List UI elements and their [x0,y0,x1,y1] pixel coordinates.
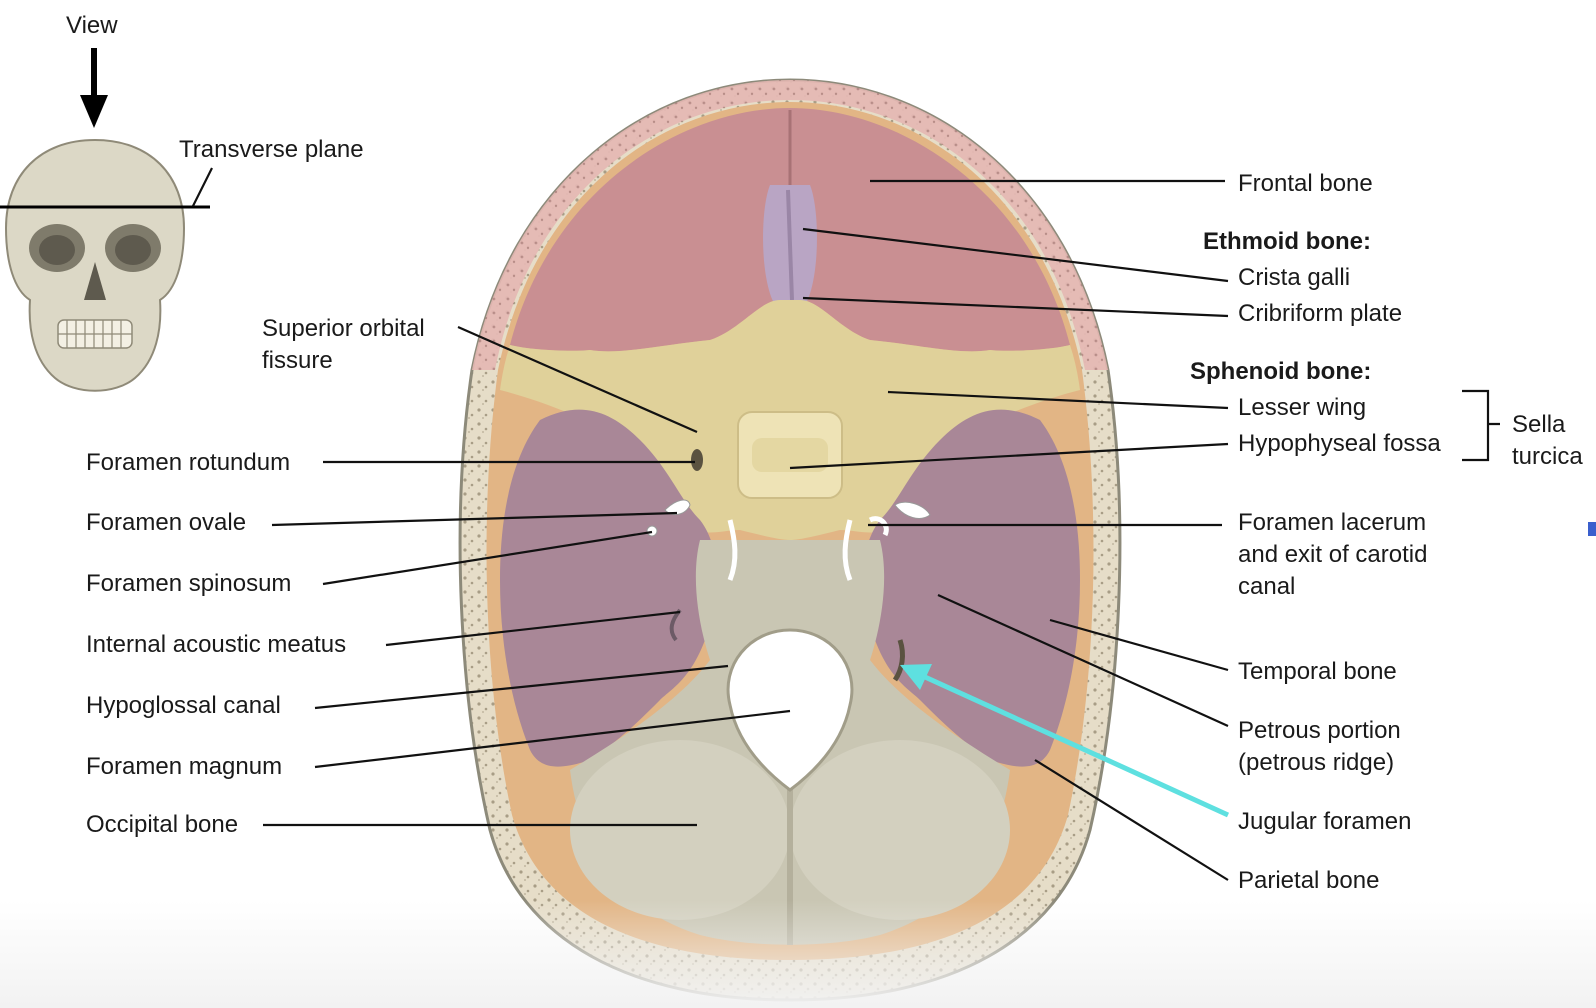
foramen-rotundum-label: Foramen rotundum [86,449,290,476]
leader-lines [263,179,1500,881]
transverse-plane-leader [192,167,213,207]
view-arrow-icon [80,48,108,128]
sella-turcica-label-1: Sella [1512,411,1566,438]
foramen-spinosum-label: Foramen spinosum [86,570,291,597]
temporal-bone-left [500,409,718,767]
foramen-ovale-label: Foramen ovale [86,509,246,536]
hypoglossal-canal-label: Hypoglossal canal [86,692,281,719]
foramen-magnum-label: Foramen magnum [86,753,282,780]
cribriform-plate-label: Cribriform plate [1238,300,1402,327]
internal-acoustic-meatus-label: Internal acoustic meatus [86,631,346,658]
hypophyseal-fossa-label: Hypophyseal fossa [1238,430,1441,457]
frontal-bone-label: Frontal bone [1238,170,1373,197]
superior-orbital-fissure-label-2: fissure [262,347,333,374]
petrous-portion-label-1: Petrous portion [1238,717,1401,744]
text-labels: View Transverse plane Superior orbital f… [66,12,1583,894]
foramen-lacerum-label-1: Foramen lacerum [1238,509,1426,536]
skull-front-icon [4,138,186,392]
jugular-foramen-label: Jugular foramen [1238,808,1411,835]
transverse-plane-label: Transverse plane [179,136,364,163]
jugular-highlight-arrow [900,664,1230,818]
superior-orbital-fissure-label-1: Superior orbital [262,315,425,342]
temporal-bone-label: Temporal bone [1238,658,1397,685]
lesser-wing-label: Lesser wing [1238,394,1366,421]
foramen-lacerum-label-3: canal [1238,573,1295,600]
foramen-magnum-shape [726,628,854,792]
view-label: View [66,12,118,39]
foramen-lacerum-label-2: and exit of carotid [1238,541,1427,568]
ethmoid-bone-header: Ethmoid bone: [1203,228,1371,255]
petrous-portion-label-2: (petrous ridge) [1238,749,1394,776]
parietal-bone-label: Parietal bone [1238,867,1379,894]
cranial-base [458,78,1122,1002]
crista-galli-label: Crista galli [1238,264,1350,291]
sphenoid-bone-header: Sphenoid bone: [1190,358,1371,385]
sella-turcica-label-2: turcica [1512,443,1583,470]
occipital-bone-label: Occipital bone [86,811,238,838]
edge-marker [1588,522,1596,536]
